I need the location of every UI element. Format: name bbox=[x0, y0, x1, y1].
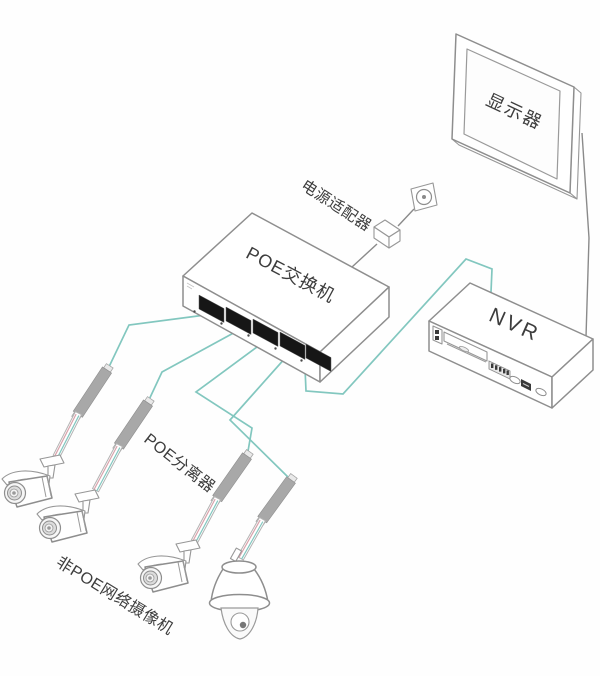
switch-ports bbox=[193, 294, 332, 372]
cable-port3-splitter3 bbox=[194, 343, 262, 458]
cable-port4-splitter4 bbox=[228, 355, 292, 481]
outlet-to-adapter-cord bbox=[397, 208, 415, 227]
adapter-side bbox=[388, 229, 401, 249]
network-cables bbox=[106, 257, 493, 481]
dome-camera-ball bbox=[230, 612, 250, 632]
nvr-button-2 bbox=[535, 387, 547, 397]
power-adapter: 电源适配器 bbox=[298, 176, 401, 249]
switch-port-1 bbox=[198, 294, 225, 323]
monitor-to-nvr-cable bbox=[581, 132, 590, 338]
poe-splitters: POE分离器 bbox=[71, 363, 298, 527]
dome-stem bbox=[229, 547, 243, 562]
poe-splitter-label: POE分离器 bbox=[141, 430, 219, 496]
cable-port2-splitter2 bbox=[146, 329, 240, 405]
bullet-camera-1 bbox=[1, 454, 65, 508]
nvr-slot-handle bbox=[459, 345, 469, 353]
nvr-power-switch-key2 bbox=[435, 336, 439, 340]
switch-port-4 bbox=[279, 331, 306, 360]
combined-cable-3 bbox=[190, 495, 222, 544]
nvr: NVR bbox=[428, 282, 594, 409]
power-cords bbox=[351, 208, 415, 268]
switch-right-face bbox=[319, 286, 390, 383]
dome-cap bbox=[221, 560, 257, 574]
nvr-connector-pins bbox=[491, 363, 509, 375]
switch-fine-print bbox=[186, 282, 195, 290]
adapter-to-switch-cord bbox=[351, 243, 378, 268]
port-led-dots bbox=[193, 310, 303, 362]
nvr-button-1 bbox=[509, 375, 521, 385]
bullet-camera-3 bbox=[137, 539, 201, 593]
monitor-screen bbox=[463, 48, 561, 180]
combined-cable-1 bbox=[52, 410, 83, 459]
switch-port-3 bbox=[252, 318, 279, 347]
splitter-camera-cables bbox=[52, 410, 267, 561]
nvr-disc-slot bbox=[443, 331, 488, 362]
nvr-right-face bbox=[551, 338, 594, 409]
dome-camera bbox=[208, 547, 271, 640]
dome-lens bbox=[239, 621, 247, 629]
combined-cable-4 bbox=[236, 516, 267, 561]
combined-cable-2 bbox=[91, 442, 124, 493]
monitor: 显示器 bbox=[451, 33, 582, 200]
cable-port1-splitter1 bbox=[106, 313, 214, 372]
power-adapter-label: 电源适配器 bbox=[298, 176, 375, 235]
cable-port5-nvr bbox=[304, 257, 493, 395]
outlet-hole bbox=[422, 195, 426, 199]
nvr-power-switch-key bbox=[435, 330, 439, 334]
poe-switch: POE交换机 bbox=[182, 212, 390, 383]
wall-outlet bbox=[410, 182, 438, 212]
switch-port-5 bbox=[305, 343, 332, 372]
switch-port-2 bbox=[225, 306, 252, 335]
